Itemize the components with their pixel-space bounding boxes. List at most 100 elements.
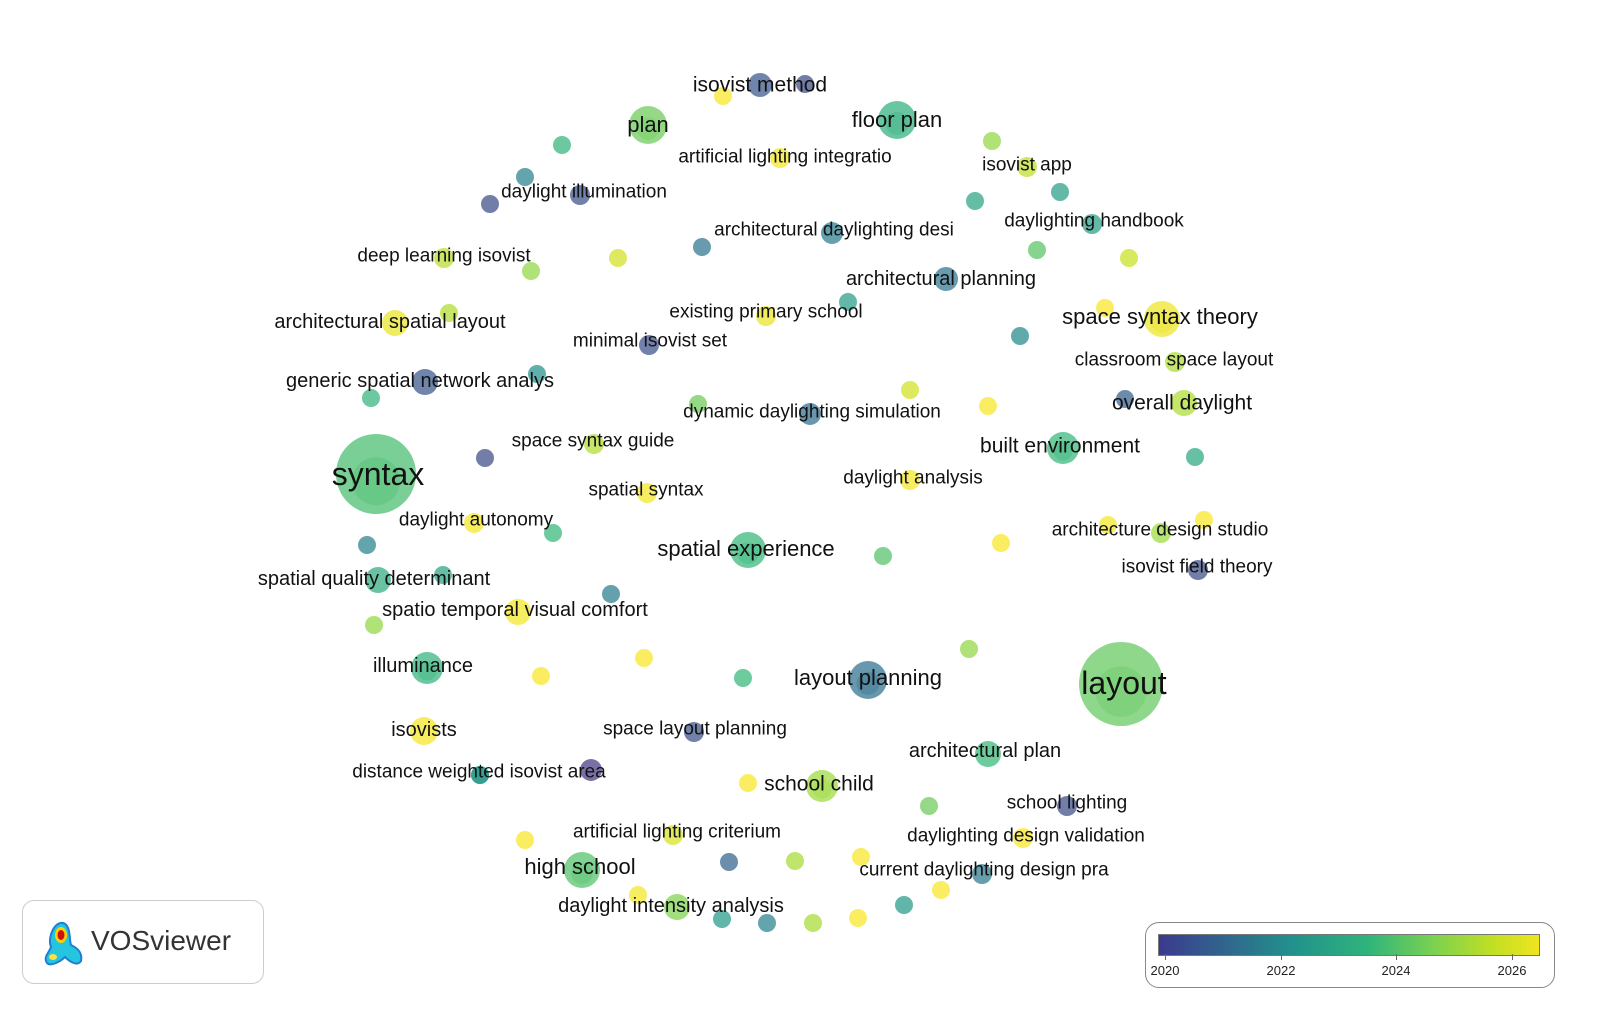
network-node-architecture-design-studio[interactable] [1151,523,1171,543]
network-node[interactable] [635,649,653,667]
network-node[interactable] [1120,249,1138,267]
network-node[interactable] [839,293,857,311]
network-node[interactable] [1195,511,1213,529]
network-node[interactable] [532,667,550,685]
node-label[interactable]: plan [627,112,669,137]
network-node[interactable] [1011,327,1029,345]
node-label[interactable]: architecture design studio [1051,519,1269,541]
network-node-architectural-spatial-layout[interactable] [382,310,408,336]
network-node-spatial-syntax[interactable] [637,483,657,503]
network-node-daylight-analysis[interactable] [900,470,920,490]
network-node[interactable] [629,886,647,904]
network-node[interactable] [849,909,867,927]
network-node[interactable] [516,168,534,186]
node-label[interactable]: dynamic daylighting simulation [683,401,941,423]
network-node[interactable] [852,848,870,866]
network-node-high-school[interactable] [564,852,600,888]
node-label[interactable]: syntax [331,456,425,492]
network-node[interactable] [544,524,562,542]
network-node[interactable] [1096,299,1114,317]
network-node-daylight-intensity-analysis[interactable] [664,894,690,920]
network-node[interactable] [440,304,458,322]
network-node-school-lighting[interactable] [1057,796,1077,816]
node-label[interactable]: space syntax guide [511,430,675,452]
network-node-deep-learning-isovist[interactable] [434,248,454,268]
network-node-space-syntax-guide[interactable] [584,434,604,454]
node-label[interactable]: architectural daylighting desi [714,219,954,241]
network-node-architectural-plan[interactable] [975,741,1001,767]
node-label[interactable]: minimal isovist set [572,330,728,352]
network-node-illuminance[interactable] [411,652,443,684]
network-node-space-syntax-theory[interactable] [1144,301,1180,337]
network-node[interactable] [804,914,822,932]
node-label[interactable]: isovist app [982,154,1072,176]
network-node[interactable] [734,669,752,687]
network-node[interactable] [786,852,804,870]
node-label[interactable]: illuminance [372,655,474,677]
node-label[interactable]: daylight autonomy [398,509,554,531]
network-node[interactable] [609,249,627,267]
network-node[interactable] [689,395,707,413]
network-node-artificial-lighting-integratio[interactable] [770,148,790,168]
network-node[interactable] [365,616,383,634]
network-node[interactable] [602,585,620,603]
network-node-overall-daylight[interactable] [1171,390,1197,416]
node-label[interactable]: overall daylight [1111,391,1253,415]
node-label[interactable]: daylighting handbook [1004,210,1184,232]
network-node[interactable] [960,640,978,658]
node-label[interactable]: school lighting [1006,792,1128,814]
network-node[interactable] [358,536,376,554]
network-node-minimal-isovist-set[interactable] [639,335,659,355]
network-node-daylighting-design-validation[interactable] [1013,828,1033,848]
network-node[interactable] [983,132,1001,150]
network-node[interactable] [713,910,731,928]
network-node-spatial-quality-determinant[interactable] [365,567,391,593]
node-label[interactable]: isovist method [692,73,828,97]
network-node[interactable] [758,914,776,932]
network-node-architectural-daylighting-desi[interactable] [821,222,843,244]
network-node[interactable] [979,397,997,415]
node-label[interactable]: daylight illumination [501,181,667,203]
network-node[interactable] [528,365,546,383]
node-label[interactable]: generic spatial network analys [286,370,554,392]
network-node-architectural-planning[interactable] [934,267,958,291]
node-label[interactable]: built environment [980,434,1140,458]
network-node[interactable] [739,774,757,792]
node-label[interactable]: current daylighting design pra [859,859,1109,881]
network-node-existing-primary-school[interactable] [756,306,776,326]
network-node[interactable] [874,547,892,565]
network-node-layout-planning[interactable] [849,661,887,699]
node-label[interactable]: spatial quality determinant [257,568,491,590]
network-node[interactable] [895,896,913,914]
network-node-space-layout-planning[interactable] [684,722,704,742]
node-label[interactable]: daylight intensity analysis [558,895,784,917]
network-node-distance-weighted-isovist-area[interactable] [580,759,602,781]
network-node[interactable] [992,534,1010,552]
node-label[interactable]: floor plan [851,107,943,132]
network-node-classroom-space-layout[interactable] [1165,352,1185,372]
network-node[interactable] [1116,390,1134,408]
node-label[interactable]: daylight analysis [843,467,983,489]
node-label[interactable]: spatial experience [657,536,835,561]
network-node[interactable] [553,136,571,154]
network-node-isovist-method[interactable] [748,73,772,97]
network-node-isovists[interactable] [410,717,438,745]
network-node[interactable] [1099,516,1117,534]
network-node[interactable] [693,238,711,256]
node-label[interactable]: space syntax theory [1062,304,1258,329]
node-label[interactable]: artificial lighting criterium [572,821,782,843]
network-node[interactable] [714,87,732,105]
network-node[interactable] [434,566,452,584]
network-node-dynamic-daylighting-simulation[interactable] [799,403,821,425]
network-node[interactable] [966,192,984,210]
network-node[interactable] [720,853,738,871]
node-label[interactable]: existing primary school [669,301,863,323]
node-label[interactable]: layout planning [793,665,943,690]
network-node-daylighting-handbook[interactable] [1082,214,1102,234]
network-node[interactable] [516,831,534,849]
network-node-isovist-app[interactable] [1017,157,1037,177]
network-node[interactable] [1186,448,1204,466]
network-node-layout[interactable] [1079,642,1163,726]
network-node[interactable] [471,766,489,784]
network-node[interactable] [1028,241,1046,259]
